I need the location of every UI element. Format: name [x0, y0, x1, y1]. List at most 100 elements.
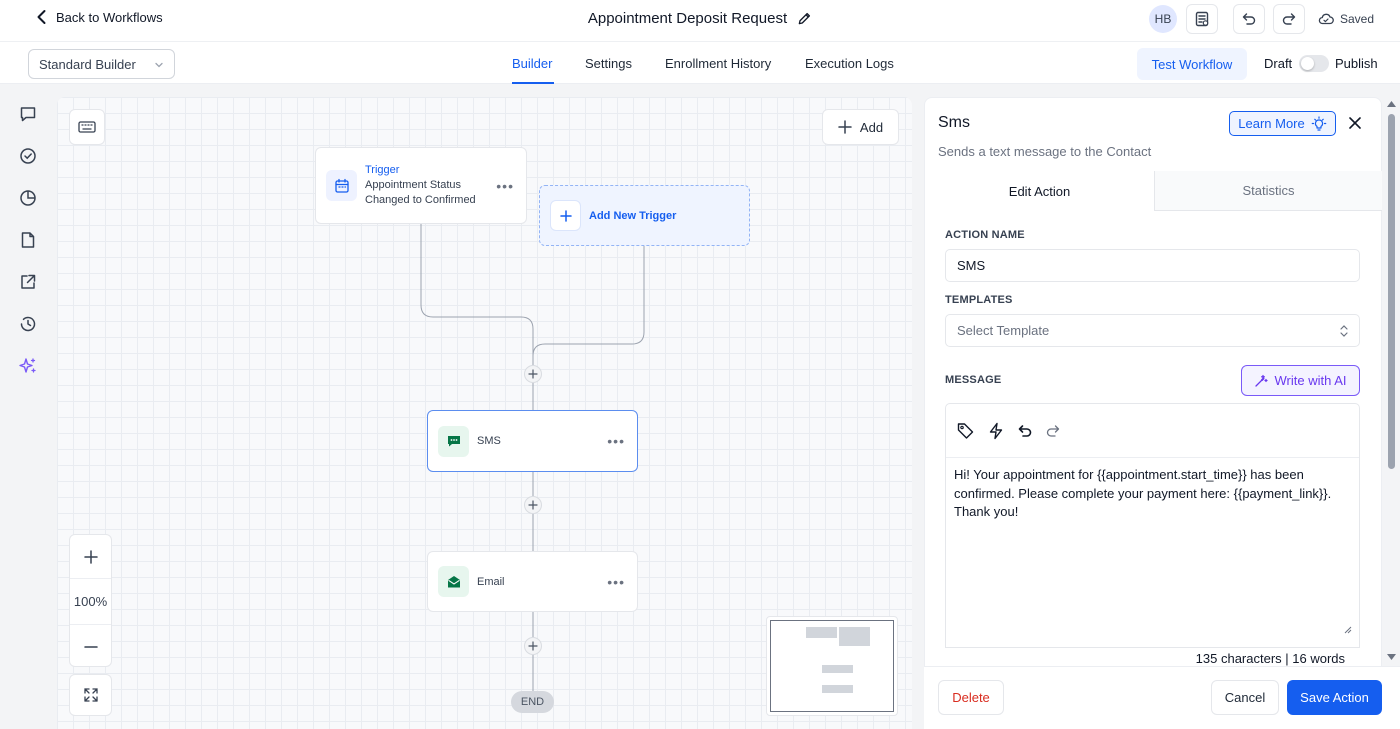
back-label: Back to Workflows	[56, 9, 163, 25]
clipboard-list-icon	[1193, 10, 1211, 28]
trigger-node[interactable]: Trigger Appointment Status Changed to Co…	[315, 147, 527, 224]
tag-icon[interactable]	[956, 421, 975, 440]
tab-execution-logs[interactable]: Execution Logs	[805, 56, 894, 71]
top-bar: Back to Workflows Appointment Deposit Re…	[0, 0, 1400, 42]
publish-toggle[interactable]	[1299, 55, 1329, 72]
trigger-line2: Changed to Confirmed	[365, 194, 476, 206]
redo-icon[interactable]	[1045, 423, 1061, 439]
chat-icon[interactable]	[18, 104, 38, 124]
email-icon	[446, 574, 462, 590]
check-circle-icon[interactable]	[18, 146, 38, 166]
zoom-out-button[interactable]	[70, 625, 111, 668]
add-new-trigger-node[interactable]: Add New Trigger	[539, 185, 750, 246]
editor-toolbar	[946, 404, 1359, 458]
trigger-line1: Appointment Status	[365, 179, 462, 191]
trigger-text: Trigger Appointment Status Changed to Co…	[365, 163, 476, 208]
end-marker: END	[511, 691, 554, 713]
tab-settings[interactable]: Settings	[585, 56, 632, 71]
test-workflow-button[interactable]: Test Workflow	[1137, 48, 1247, 80]
add-step-button[interactable]	[524, 496, 542, 514]
message-textarea[interactable]: Hi! Your appointment for {{appointment.s…	[954, 467, 1332, 519]
cloud-check-icon	[1318, 12, 1334, 26]
template-select[interactable]: Select Template	[945, 314, 1360, 347]
add-button[interactable]: Add	[822, 109, 899, 145]
back-to-workflows-link[interactable]: Back to Workflows	[34, 9, 163, 25]
builder-mode-select[interactable]: Standard Builder	[28, 49, 175, 79]
plus-icon	[838, 120, 852, 134]
undo-icon[interactable]	[1017, 423, 1033, 439]
email-icon-wrap	[438, 566, 469, 597]
more-options-icon[interactable]: •••	[607, 573, 625, 590]
keyboard-shortcuts-button[interactable]	[69, 109, 105, 145]
zoom-level: 100%	[70, 578, 111, 625]
publish-label: Publish	[1335, 56, 1378, 71]
minimap[interactable]	[766, 616, 898, 716]
cancel-button[interactable]: Cancel	[1211, 680, 1279, 715]
action-name-label: ACTION NAME	[945, 229, 1025, 241]
add-step-button[interactable]	[524, 637, 542, 655]
plus-icon	[528, 500, 538, 510]
file-icon[interactable]	[18, 230, 38, 250]
delete-button[interactable]: Delete	[938, 680, 1004, 715]
sms-action-node[interactable]: SMS •••	[427, 410, 638, 472]
notes-button[interactable]	[1186, 4, 1218, 34]
plus-icon	[528, 641, 538, 651]
undo-button[interactable]	[1233, 4, 1265, 34]
minus-icon	[83, 645, 98, 648]
saved-label: Saved	[1340, 12, 1375, 26]
sub-bar: Standard Builder Builder Settings Enroll…	[0, 42, 1400, 84]
chevron-updown-icon	[1339, 324, 1349, 338]
avatar[interactable]: HB	[1149, 5, 1177, 33]
character-counter: 135 characters | 16 words	[1195, 651, 1345, 666]
trigger-icon-wrap	[326, 170, 357, 201]
plus-icon	[83, 549, 98, 564]
sparkles-icon[interactable]	[18, 356, 38, 376]
add-trigger-label: Add New Trigger	[589, 209, 677, 222]
write-with-ai-button[interactable]: Write with AI	[1241, 365, 1360, 396]
more-options-icon[interactable]: •••	[607, 433, 625, 449]
message-icon	[446, 433, 462, 449]
action-name-input[interactable]: SMS	[945, 249, 1360, 282]
sms-icon-wrap	[438, 425, 469, 457]
more-options-icon[interactable]: •••	[496, 177, 514, 194]
tab-statistics[interactable]: Statistics	[1154, 171, 1382, 211]
tab-builder[interactable]: Builder	[512, 56, 553, 71]
panel-footer: Delete Cancel Save Action	[924, 666, 1400, 729]
undo-icon	[1241, 11, 1257, 27]
keyboard-icon	[78, 120, 96, 134]
tab-edit-action[interactable]: Edit Action	[925, 171, 1154, 211]
add-step-button[interactable]	[524, 365, 542, 383]
pencil-icon[interactable]	[797, 11, 812, 26]
learn-more-button[interactable]: Learn More	[1229, 111, 1336, 136]
zoom-controls: 100%	[69, 534, 112, 667]
save-action-button[interactable]: Save Action	[1287, 680, 1382, 715]
pie-chart-icon[interactable]	[18, 188, 38, 208]
add-label: Add	[859, 119, 884, 135]
chevron-down-icon	[154, 60, 164, 70]
title-row: Appointment Deposit Request	[0, 10, 1400, 27]
history-icon[interactable]	[18, 314, 38, 334]
resize-handle-icon[interactable]	[1344, 626, 1352, 634]
action-name-value: SMS	[957, 258, 986, 273]
draft-label: Draft	[1264, 56, 1293, 71]
expand-icon	[83, 687, 99, 703]
close-icon[interactable]	[1345, 113, 1365, 133]
active-tab-indicator	[512, 82, 554, 84]
add-trigger-icon-wrap	[550, 200, 581, 231]
panel-scrollbar[interactable]	[1383, 97, 1400, 667]
workflow-canvas[interactable]: Add Trigger Appointment Status Changed t…	[57, 97, 912, 729]
plus-icon	[528, 369, 538, 379]
save-status: Saved	[1318, 12, 1374, 26]
panel-subtitle: Sends a text message to the Contact	[938, 144, 1152, 159]
templates-label: TEMPLATES	[945, 294, 1013, 306]
minimap-preview	[770, 620, 894, 712]
toggle-knob	[1301, 57, 1314, 70]
lightning-icon[interactable]	[987, 422, 1005, 440]
email-action-node[interactable]: Email •••	[427, 551, 638, 612]
redo-button[interactable]	[1273, 4, 1305, 34]
sparkle-icon	[1254, 374, 1269, 388]
fit-view-button[interactable]	[69, 674, 112, 716]
external-link-icon[interactable]	[18, 272, 38, 292]
zoom-in-button[interactable]	[70, 535, 111, 578]
tab-enrollment-history[interactable]: Enrollment History	[665, 56, 772, 71]
